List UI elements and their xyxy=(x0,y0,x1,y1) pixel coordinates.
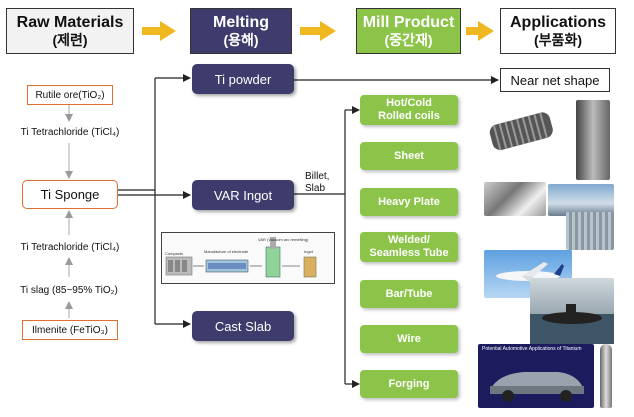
header-arrow-1-head xyxy=(160,21,176,41)
header-raw-title: Raw Materials xyxy=(16,13,124,31)
turbine-blade-image xyxy=(576,100,610,180)
ship-image xyxy=(548,184,614,216)
ti-tetrachloride-top: Ti Tetrachloride (TiCl₄) xyxy=(20,126,120,138)
metal-sheet-image xyxy=(484,182,546,216)
billet-label: Billet, xyxy=(305,171,330,182)
ti-slag-label: Ti slag (85~95% TiO₂) xyxy=(20,284,118,296)
mill-forging: Forging xyxy=(360,370,458,398)
submarine-image xyxy=(530,278,614,344)
schematic-ingot-text: Ingot xyxy=(304,249,314,254)
automotive-applications-image: Potential Automotive Applications of Tit… xyxy=(478,344,594,408)
header-mill-title: Mill Product xyxy=(362,13,455,31)
ilmenite-box: Ilmenite (FeTiO₃) xyxy=(22,320,118,340)
header-applications: Applications (부품화) xyxy=(500,8,616,54)
mill-heavy-plate: Heavy Plate xyxy=(360,188,458,216)
schematic-var-text: VAR (Vacuum arc remelting) xyxy=(258,237,309,242)
ti-sponge-box: Ti Sponge xyxy=(22,180,118,209)
mill-sheet: Sheet xyxy=(360,142,458,170)
automotive-caption: Potential Automotive Applications of Tit… xyxy=(482,346,582,352)
header-applications-sub: (부품화) xyxy=(534,32,582,49)
schematic-compacts-text: Compacts xyxy=(165,251,183,256)
header-raw-sub: (제련) xyxy=(52,32,88,49)
header-applications-title: Applications xyxy=(509,13,606,31)
near-net-shape-box: Near net shape xyxy=(500,68,610,92)
ti-powder-box: Ti powder xyxy=(192,64,294,94)
header-raw-materials: Raw Materials (제련) xyxy=(6,8,134,54)
header-melting-sub: (용해) xyxy=(223,32,259,49)
mill-hot-cold-rolled-coils: Hot/Cold Rolled coils xyxy=(360,95,458,125)
mill-wire: Wire xyxy=(360,325,458,353)
header-arrow-2-head xyxy=(320,21,336,41)
titanium-rod-image xyxy=(600,344,612,408)
ti-tetrachloride-bottom: Ti Tetrachloride (TiCl₄) xyxy=(20,241,120,253)
schematic-electrode-text: Manufacture of electrode xyxy=(204,249,249,254)
rutile-ore-box: Rutile ore(TiO₂) xyxy=(27,85,113,105)
mill-welded-seamless-tube: Welded/ Seamless Tube xyxy=(360,232,458,262)
header-arrow-2 xyxy=(300,27,322,35)
var-ingot-box: VAR Ingot xyxy=(192,180,294,210)
var-process-schematic: Compacts Manufacture of electrode VAR (V… xyxy=(161,232,335,284)
mill-bar-tube: Bar/Tube xyxy=(360,280,458,308)
header-arrow-3 xyxy=(466,27,480,35)
tube-bundle-image xyxy=(566,212,614,250)
header-arrow-1 xyxy=(142,27,162,35)
header-mill-product: Mill Product (중간재) xyxy=(356,8,461,54)
header-melting-title: Melting xyxy=(213,13,269,31)
cast-slab-box: Cast Slab xyxy=(192,311,294,341)
header-mill-sub: (중간재) xyxy=(384,32,433,49)
header-arrow-3-head xyxy=(478,21,494,41)
heat-exchanger-coil-image xyxy=(482,100,562,158)
header-melting: Melting (용해) xyxy=(190,8,292,54)
slab-label: Slab xyxy=(305,183,326,194)
